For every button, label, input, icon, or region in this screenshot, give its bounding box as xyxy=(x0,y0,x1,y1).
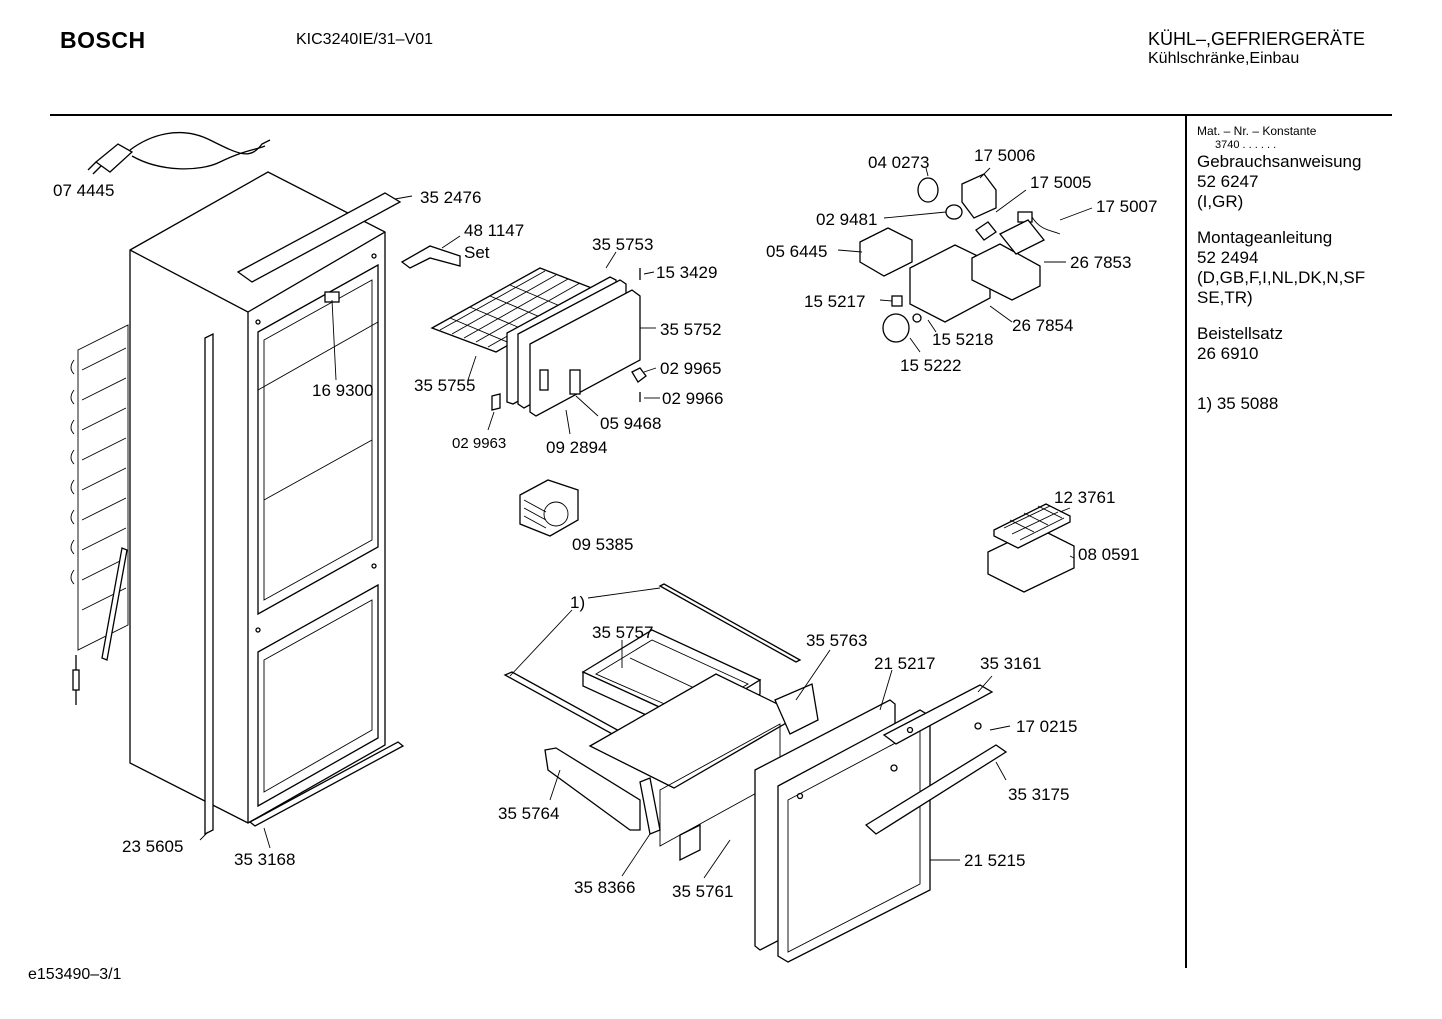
label-15-5217: 15 5217 xyxy=(804,292,865,311)
kit-label: Beistellsatz xyxy=(1197,324,1283,343)
footnote: 1) 35 5088 xyxy=(1197,394,1279,413)
label-35-8366: 35 8366 xyxy=(574,878,635,897)
manual-languages: (I,GR) xyxy=(1197,192,1244,211)
manual-number: 52 6247 xyxy=(1197,172,1259,191)
power-cord xyxy=(87,132,271,175)
brand-logo: BOSCH xyxy=(60,27,146,53)
label-17-5005: 17 5005 xyxy=(1030,173,1091,192)
freezer-door-assembly xyxy=(506,276,641,417)
label-footnote-ref: 1) xyxy=(570,593,585,612)
sidebar-divider xyxy=(1185,116,1187,968)
subcategory-title: Kühlschränke,Einbau xyxy=(1148,50,1300,67)
label-05-6445: 05 6445 xyxy=(766,242,827,261)
label-09-5385: 09 5385 xyxy=(572,535,633,554)
cabinet-body xyxy=(129,171,402,824)
mounting-languages-cont: SE,TR) xyxy=(1197,288,1253,307)
label-15-5222: 15 5222 xyxy=(900,356,961,375)
condenser-coil xyxy=(70,324,129,705)
label-15-3429: 15 3429 xyxy=(656,263,717,282)
label-17-0215: 17 0215 xyxy=(1016,717,1077,736)
lower-door xyxy=(754,684,1008,963)
info-sidebar: Mat. – Nr. – Konstante 3740 . . . . . . … xyxy=(1197,124,1392,414)
fan-motor xyxy=(519,479,579,537)
label-26-7853: 26 7853 xyxy=(1070,253,1131,272)
label-23-5605: 23 5605 xyxy=(122,837,183,856)
part-labels: 07 4445 35 2476 48 1147 Set 16 9300 23 5… xyxy=(53,146,1157,901)
label-02-9481: 02 9481 xyxy=(816,210,877,229)
latch-part xyxy=(631,367,647,383)
header-divider xyxy=(50,114,1392,116)
label-35-5757: 35 5757 xyxy=(592,623,653,642)
label-35-5761: 35 5761 xyxy=(672,882,733,901)
label-02-9965: 02 9965 xyxy=(660,359,721,378)
model-number: KIC3240IE/31–V01 xyxy=(296,31,433,48)
mounting-label: Montageanleitung xyxy=(1197,228,1333,247)
side-guide xyxy=(544,747,641,831)
category-title: KÜHL–,GEFRIERGERÄTE xyxy=(1148,29,1366,49)
label-04-0273: 04 0273 xyxy=(868,153,929,172)
label-17-5007: 17 5007 xyxy=(1096,197,1157,216)
label-02-9963: 02 9963 xyxy=(452,435,506,452)
catch-part xyxy=(491,393,501,411)
label-07-4445: 07 4445 xyxy=(53,181,114,200)
label-48-1147: 48 1147 xyxy=(464,221,524,240)
label-35-3175: 35 3175 xyxy=(1008,785,1069,804)
drawing-code: e153490–3/1 xyxy=(28,966,122,983)
label-35-2476: 35 2476 xyxy=(420,188,481,207)
mounting-number: 52 2494 xyxy=(1197,248,1259,267)
rail-bracket xyxy=(774,683,819,735)
material-label: Mat. – Nr. – Konstante xyxy=(1197,124,1317,138)
label-21-5217: 21 5217 xyxy=(874,654,935,673)
manual-label: Gebrauchsanweisung xyxy=(1197,152,1362,171)
label-02-9966: 02 9966 xyxy=(662,389,723,408)
label-35-5763: 35 5763 xyxy=(806,631,867,650)
label-35-3161: 35 3161 xyxy=(980,654,1041,673)
label-35-5753: 35 5753 xyxy=(592,235,653,254)
label-set: Set xyxy=(464,243,490,262)
leader-lines xyxy=(199,167,1093,879)
label-09-2894: 09 2894 xyxy=(546,438,607,457)
label-16-9300: 16 9300 xyxy=(312,381,373,400)
label-21-5215: 21 5215 xyxy=(964,851,1025,870)
label-12-3761: 12 3761 xyxy=(1054,488,1115,507)
door-seal-strip xyxy=(204,332,214,836)
material-value: 3740 . . . . . . xyxy=(1215,139,1277,151)
label-35-3168: 35 3168 xyxy=(234,850,295,869)
label-05-9468: 05 9468 xyxy=(600,414,661,433)
label-17-5006: 17 5006 xyxy=(974,146,1035,165)
label-08-0591: 08 0591 xyxy=(1078,545,1139,564)
label-26-7854: 26 7854 xyxy=(1012,316,1073,335)
thermostat-housing xyxy=(859,173,1061,343)
kit-number: 26 6910 xyxy=(1197,344,1259,363)
label-35-5764: 35 5764 xyxy=(498,804,559,823)
hinge-bracket xyxy=(400,245,461,269)
label-35-5755: 35 5755 xyxy=(414,376,475,395)
ice-cube-tray xyxy=(987,503,1075,593)
mounting-languages: (D,GB,F,I,NL,DK,N,SF xyxy=(1197,268,1366,287)
label-35-5752: 35 5752 xyxy=(660,320,721,339)
base-strip xyxy=(248,741,405,827)
label-15-5218: 15 5218 xyxy=(932,330,993,349)
